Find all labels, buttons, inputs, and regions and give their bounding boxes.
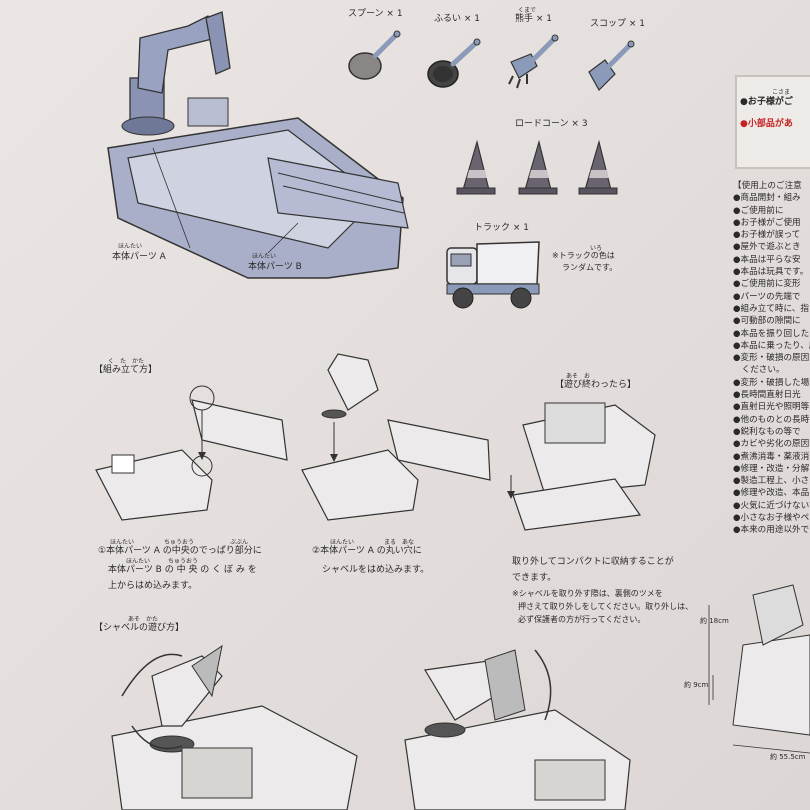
usage-cautions-title: 【使用上のご注意 (733, 181, 802, 191)
body-b-ruby: ほんたい (252, 253, 277, 260)
caution-item: ●他のものとの長時 (733, 414, 810, 425)
truck-note-1: ※トラックの色は (552, 251, 615, 260)
assembly-step1-illustration (95, 385, 288, 521)
compact-storage-illustration (507, 402, 656, 531)
sieve-label: ふるい × 1 (434, 14, 480, 24)
caution-item: ●変形・破損の原因 (733, 353, 810, 364)
dimension-width: 約 55.5cm (770, 753, 806, 761)
after-play-ruby: あそ お (566, 373, 591, 380)
shovel-play-illustration-1 (111, 644, 358, 810)
spoon-icon (348, 30, 401, 80)
rake-label: 熊手 × 1 (515, 14, 552, 24)
after-play-line-1: 取り外してコンパクトに収納することが (512, 557, 674, 567)
warning-notice-box (735, 75, 810, 169)
caution-item: ●お子様がご使用 (733, 217, 801, 228)
caution-item: ●本品を振り回した (733, 328, 810, 339)
shovel-play-illustration-2 (404, 649, 631, 810)
dimension-height: 約 18cm (700, 617, 729, 625)
after-play-line-2: できます。 (512, 573, 557, 583)
caution-item: ●直射日光や照明等 (733, 402, 810, 413)
excavator-body-illustration (107, 11, 409, 279)
cone-icon (456, 139, 496, 195)
assembly-step2-illustration (301, 353, 491, 521)
truck-label: トラック × 1 (474, 223, 529, 233)
dimensions-illustration (708, 584, 810, 754)
shovel-play-ruby: あそ かた (128, 616, 159, 623)
body-a-label: 本体パーツ A (112, 252, 166, 262)
truck-icon (446, 241, 540, 309)
rake-ruby: くまで (518, 7, 537, 14)
shovel-label: スコップ × 1 (590, 19, 645, 29)
caution-item: ●屋外で遊ぶとき (733, 242, 801, 253)
cones-label: ロードコーン × 3 (515, 119, 588, 129)
truck-note-ruby: いろ (590, 245, 603, 252)
caution-item: ●ご使用前に (733, 205, 784, 216)
step1-line-3: 上からはめ込みます。 (108, 581, 198, 591)
road-cone-icons (456, 139, 618, 195)
caution-item: ●本来の用途以外で (733, 525, 810, 536)
caution-item: ●本品は玩具です。 (733, 267, 809, 278)
usage-cautions-list: ●商品開封・組み●ご使用前に●お子様がご使用●お子様が誤って●屋外で遊ぶとき●本… (733, 192, 810, 536)
spoon-label: スプーン × 1 (348, 9, 403, 19)
warning-header-2: ●小部品があ (740, 119, 793, 129)
step1-line-1: ①本体パーツ A の中央のでっぱり部分に (98, 546, 262, 556)
after-play-title: 【遊び終わったら】 (555, 380, 637, 390)
rake-icon (508, 34, 559, 89)
caution-item: ●パーツの先端で (733, 291, 801, 302)
caution-item: ●可動部の隙間に (733, 316, 801, 327)
caution-item: ●商品開封・組み (733, 193, 801, 204)
caution-item: ●修理・改造・分解 (733, 463, 810, 474)
shovel-icon (588, 40, 635, 91)
caution-item: ●カビや劣化の原因 (733, 439, 810, 450)
caution-item: ●修理や改造、本品を (733, 488, 810, 499)
truck-note-2: ランダムです。 (562, 263, 618, 272)
step2-line-1: ②本体パーツ A の丸い穴に (312, 546, 422, 556)
caution-item: ●長時間直射日光 (733, 390, 801, 401)
step2-ruby-1: ほんたい まる あな (330, 539, 415, 546)
after-play-note-1: ※シャベルを取り外す際は、裏側のツメを (512, 589, 663, 598)
step1-ruby-1: ほんたい ちゅうおう ぶぶん (110, 539, 249, 546)
caution-item: ください。 (733, 365, 785, 376)
step1-line-2: 本体パーツ B の 中 央 の く ぼ み を (108, 565, 257, 575)
caution-item: ●本品は平らな安 (733, 254, 801, 265)
caution-item: ●変形・破損した場合 (733, 377, 810, 388)
shovel-play-title: 【シャベルの遊び方】 (94, 623, 185, 633)
step1-ruby-2: ほんたい ちゅうおう (126, 558, 199, 565)
warning-header-ruby: こさま (772, 89, 791, 96)
assembly-title-ruby: く た かた (108, 358, 145, 365)
body-a-ruby: ほんたい (118, 243, 143, 250)
warning-header-1: ●お子様がご (740, 97, 793, 107)
caution-item: ●煮沸消毒・薬液消 (733, 451, 810, 462)
dimension-depth: 約 9cm (684, 681, 709, 689)
caution-item: ●小さなお子様やペット (733, 513, 810, 524)
after-play-note-2: 押さえて取り外しをしてください。取り外しは、 (518, 602, 694, 611)
caution-item: ●お子様が誤って (733, 230, 801, 241)
body-b-label: 本体パーツ B (248, 262, 302, 272)
caution-item: ●本品に乗ったり、座 (733, 340, 810, 351)
usage-cautions: 【使用上のご注意 ●商品開封・組み●ご使用前に●お子様がご使用●お子様が誤って●… (733, 180, 810, 537)
step2-line-2: シャベルをはめ込みます。 (322, 565, 430, 575)
sieve-icon (427, 38, 481, 88)
after-play-note-3: 必ず保護者の方が行ってください。 (518, 615, 646, 624)
caution-item: ●火気に近づけないで (733, 500, 810, 511)
caution-item: ●鋭利なもの等で (733, 426, 801, 437)
caution-item: ●製造工程上、小さな (733, 476, 810, 487)
caution-item: ●組み立て時に、指 (733, 303, 809, 314)
assembly-title: 【組み立て方】 (94, 365, 158, 375)
caution-item: ●ご使用前に変形 (733, 279, 801, 290)
